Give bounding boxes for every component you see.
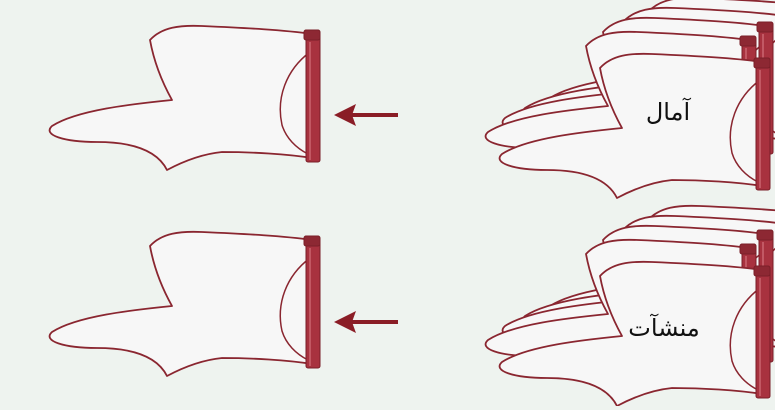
- plural-flag-stack: [484, 0, 775, 199]
- singular-flag: [48, 24, 321, 171]
- plural-flag-stack: [484, 204, 775, 407]
- arrow: [334, 104, 398, 126]
- singular-flag: [48, 230, 321, 377]
- row-1: آمال: [48, 0, 775, 199]
- arrow: [334, 311, 398, 333]
- plural-word-label: آمال: [646, 97, 692, 126]
- row-2: منشآت: [48, 204, 775, 407]
- plural-word-label: منشآت: [628, 313, 699, 342]
